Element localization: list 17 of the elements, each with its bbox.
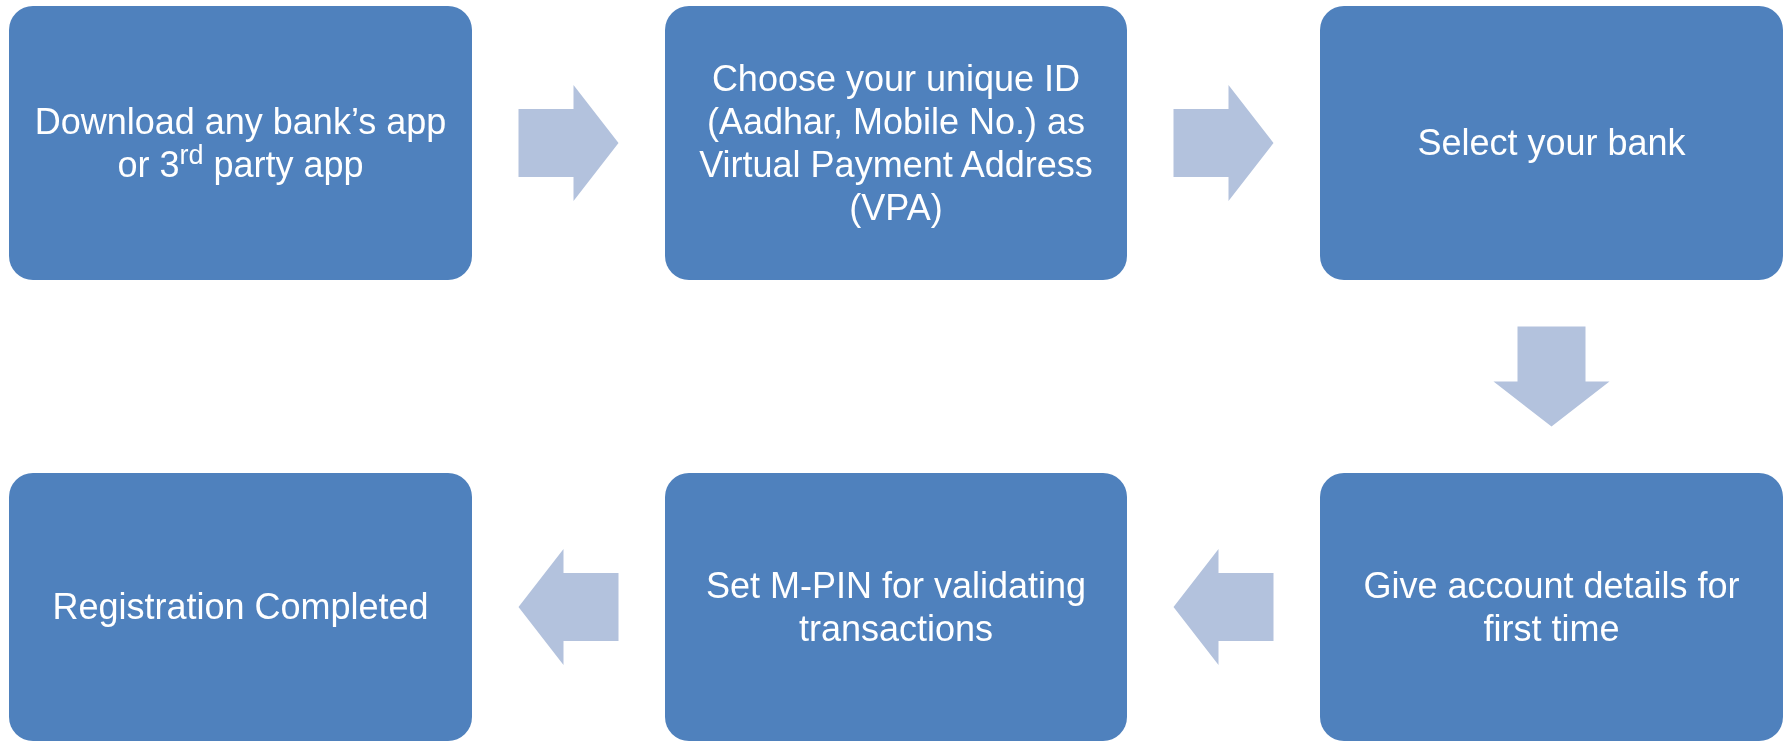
step-text: Choose your unique ID (Aadhar, Mobile No.) as Virtual Payment Address (VPA) bbox=[698, 56, 1094, 230]
block-arrow bbox=[1173, 85, 1274, 201]
step-text: Give account details for first time bbox=[1362, 563, 1741, 651]
block-arrow bbox=[518, 85, 619, 201]
block-arrow bbox=[518, 549, 619, 665]
step-text: Registration Completed bbox=[52, 585, 429, 629]
process-box bbox=[9, 6, 472, 280]
process-box bbox=[9, 473, 472, 741]
process-box bbox=[665, 6, 1127, 280]
block-arrow bbox=[1493, 326, 1610, 427]
process-box bbox=[1320, 6, 1783, 280]
process-box bbox=[1320, 473, 1783, 741]
step-text: Set M-PIN for validating transactions bbox=[704, 563, 1088, 651]
process-box bbox=[665, 473, 1127, 741]
step-text: Select your bank bbox=[1417, 121, 1686, 165]
step-text: Download any bank’s app or 3$^{rd}$ party app bbox=[33, 99, 448, 187]
block-arrow bbox=[1173, 549, 1274, 665]
